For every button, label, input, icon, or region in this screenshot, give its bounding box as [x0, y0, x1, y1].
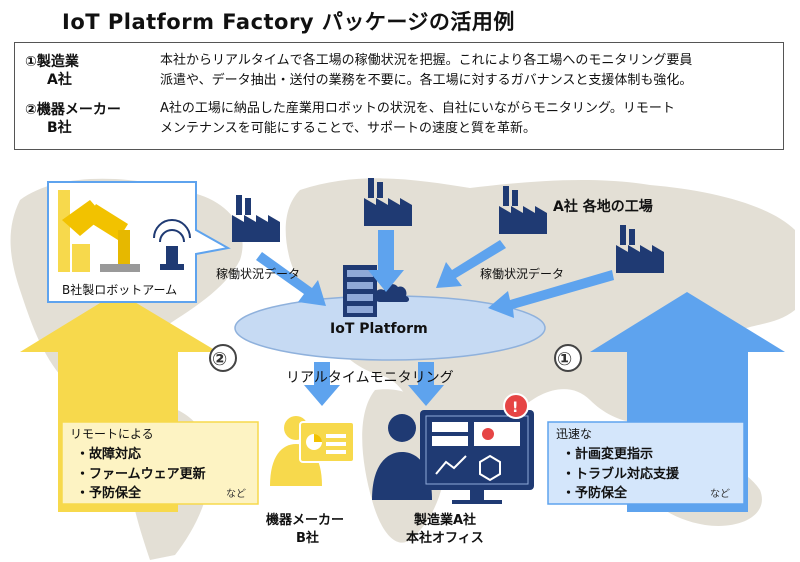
factory-icon [364, 178, 412, 226]
case-2-text-line1: A社の工場に納品した産業用ロボットの状況を、自社にいながらモニタリング。リモート [160, 101, 675, 116]
case-2-label: ②機器メーカー B社 [25, 101, 121, 137]
office-label-line1: 製造業A社 [413, 512, 476, 528]
data-label-left: 稼働状況データ [216, 266, 300, 281]
case-1-label-line2: A社 [47, 72, 72, 88]
office-user-icon [372, 410, 534, 504]
remote-intro: リモートによる [70, 427, 154, 441]
wireless-icon [153, 219, 191, 270]
remote-etc: など [226, 488, 246, 500]
data-flow-arrows [256, 230, 614, 318]
cloud-icon [374, 284, 409, 302]
rapid-item: ・予防保全 [562, 485, 628, 501]
usage-diagram: B社製ロボットアーム A社 各地の工場 稼働状況データ 稼働状況データ IoT … [0, 160, 800, 562]
platform-label: IoT Platform [330, 321, 428, 337]
case-2-text-line2: メンテナンスを可能にすることで、サポートの速度と質を革新。 [160, 121, 536, 136]
step-1-number: ① [557, 349, 572, 370]
step-2-number: ② [212, 349, 227, 370]
factory-icon [232, 195, 280, 242]
rapid-item: ・計画変更指示 [562, 446, 653, 462]
diagram-graphics: B社製ロボットアーム A社 各地の工場 稼働状況データ 稼働状況データ IoT … [10, 178, 795, 560]
alert-mark: ! [512, 400, 518, 416]
maker-label-line1: 機器メーカー [266, 512, 344, 528]
rapid-item: ・トラブル対応支援 [562, 466, 680, 482]
case-2-label-line2: B社 [47, 120, 72, 136]
remote-support-box [61, 421, 259, 505]
case-summary-box: ①製造業 A社 本社からリアルタイムで各工場の稼働状況を把握。これにより各工場へ… [14, 42, 784, 150]
factory-icon [499, 186, 547, 234]
case-1-label-line1: ①製造業 [25, 54, 79, 70]
monitoring-arrows [304, 362, 444, 406]
alert-icon [503, 393, 529, 419]
case-1-label: ①製造業 A社 [25, 53, 79, 89]
factory-icon [616, 225, 664, 273]
case-2-text: A社の工場に納品した産業用ロボットの状況を、自社にいながらモニタリング。リモート… [160, 99, 770, 139]
case-2-label-line1: ②機器メーカー [25, 102, 121, 118]
step-1-badge [554, 344, 582, 372]
rapid-support-box [547, 421, 745, 505]
remote-item: ・故障対応 [76, 446, 141, 462]
rapid-etc: など [710, 488, 730, 500]
data-label-right: 稼働状況データ [480, 266, 564, 281]
monitoring-label: リアルタイムモニタリング [286, 370, 454, 386]
remote-item: ・予防保全 [76, 485, 142, 501]
office-label-line2: 本社オフィス [406, 530, 484, 546]
robot-callout [47, 181, 231, 303]
rapid-intro: 迅速な [556, 427, 592, 441]
page-title: IoT Platform Factory パッケージの活用例 [62, 10, 515, 34]
step-2-badge [209, 344, 237, 372]
maker-user-icon [270, 416, 355, 486]
case-1-text-line2: 派遣や、データ抽出・送付の業務を不要に。各工場に対するガバナンスと支援体制も強化… [160, 73, 693, 88]
robot-caption: B社製ロボットアーム [62, 282, 177, 297]
case-1-text-line1: 本社からリアルタイムで各工場の稼働状況を把握。これにより各工場へのモニタリング要… [160, 53, 693, 68]
maker-label-line2: B社 [296, 530, 319, 546]
factories-label: A社 各地の工場 [553, 198, 653, 215]
case-1-text: 本社からリアルタイムで各工場の稼働状況を把握。これにより各工場へのモニタリング要… [160, 51, 770, 91]
remote-item: ・ファームウェア更新 [76, 466, 206, 482]
